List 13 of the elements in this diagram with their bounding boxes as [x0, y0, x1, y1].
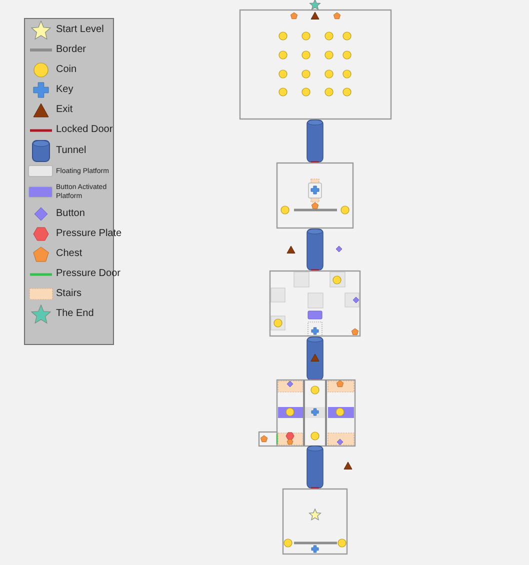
legend-text: Key: [56, 84, 74, 96]
legend-text: Button: [56, 208, 85, 220]
legend-text: Coin: [56, 64, 77, 76]
legend-text: Pressure Plate: [56, 228, 122, 240]
legend-text: Start Level: [56, 24, 104, 36]
legend-text: Locked Door: [56, 124, 113, 136]
legend-text: The End: [56, 308, 94, 320]
legend-text: Border: [56, 44, 86, 56]
legend-text: Pressure Door: [56, 268, 120, 280]
legend-text: Stairs: [56, 288, 82, 300]
legend-text: Exit: [56, 104, 73, 116]
legend-text: Chest: [56, 248, 82, 260]
legend-text: Tunnel: [56, 145, 86, 157]
